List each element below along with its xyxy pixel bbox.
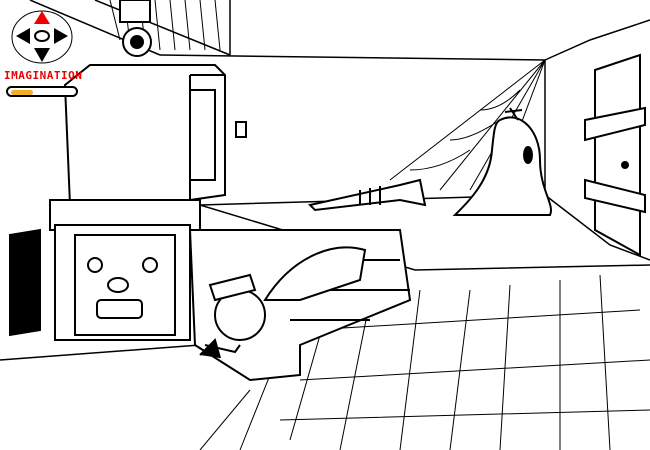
arrow-up-icon[interactable]: [34, 11, 50, 24]
imagination-meter-fill: [11, 90, 33, 95]
clown-face-cabinet[interactable]: [54, 224, 191, 341]
arrow-right-icon[interactable]: [54, 28, 68, 44]
arrow-left-icon[interactable]: [16, 28, 30, 44]
right-wall: [544, 19, 650, 261]
navigation-compass[interactable]: [10, 6, 74, 64]
character-lying-on-stairs[interactable]: [199, 246, 367, 359]
left-doorway: [9, 228, 41, 337]
ceiling-lamp: [119, 0, 152, 57]
eye-icon[interactable]: [34, 30, 50, 42]
light-switch[interactable]: [235, 121, 247, 138]
imagination-meter: [6, 86, 78, 97]
boarded-door[interactable]: [584, 53, 646, 257]
floor-edge: [0, 204, 650, 361]
rusty-cabinet[interactable]: [49, 64, 226, 231]
trumpet[interactable]: [308, 178, 427, 212]
hud: IMAGINATION: [0, 0, 120, 110]
cobweb: [389, 59, 546, 191]
sack-creature[interactable]: [452, 107, 553, 216]
imagination-label: IMAGINATION: [4, 69, 83, 82]
wood-floor: [199, 274, 650, 450]
arrow-down-icon[interactable]: [34, 48, 50, 62]
